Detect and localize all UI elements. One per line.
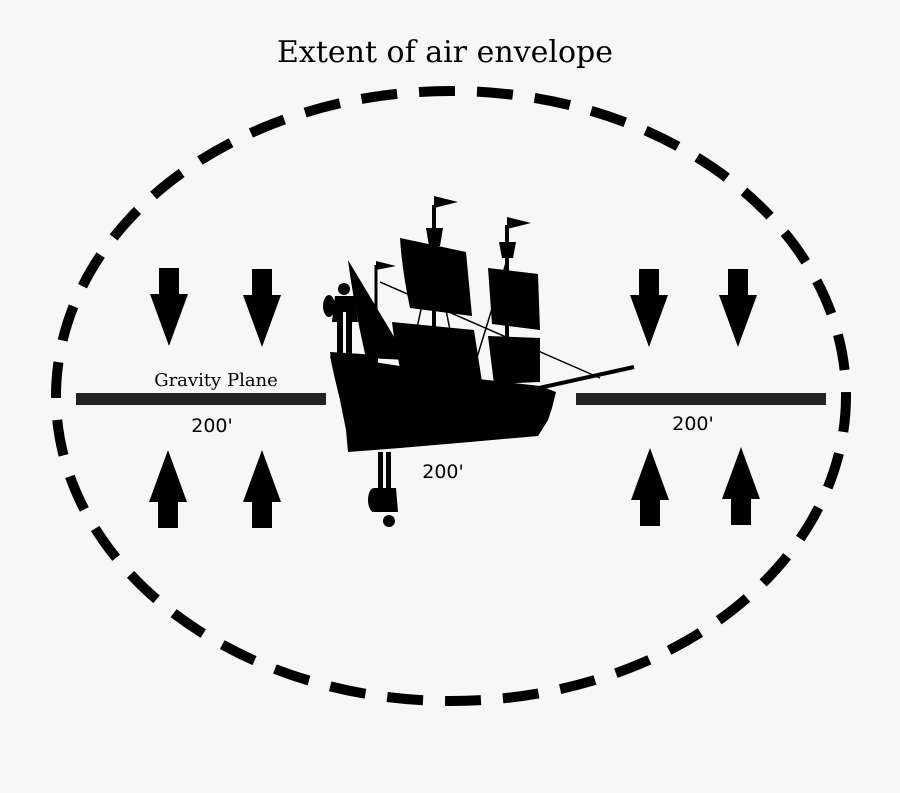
gravity-plane-right [576,393,826,405]
arrow-down-icon [243,269,281,347]
arrow-up-icon [722,447,760,525]
inverted-figure-icon [368,452,398,527]
standing-figure-icon [323,283,358,354]
gravity-plane-label: Gravity Plane [154,370,278,391]
arrow-up-icon [243,450,281,528]
arrow-down-icon [719,269,757,347]
arrow-up-icon [631,448,669,526]
arrow-down-icon [630,269,668,347]
diagram-title: Extent of air envelope [277,35,613,70]
distance-label-center: 200' [422,461,464,483]
arrow-up-icon [149,450,187,528]
air-envelope-boundary [51,86,851,706]
distance-label-right: 200' [672,413,714,435]
distance-label-left: 200' [191,415,233,437]
arrow-down-icon [150,268,188,346]
sailing-ship-icon [330,196,635,452]
gravity-plane-left [76,393,326,405]
